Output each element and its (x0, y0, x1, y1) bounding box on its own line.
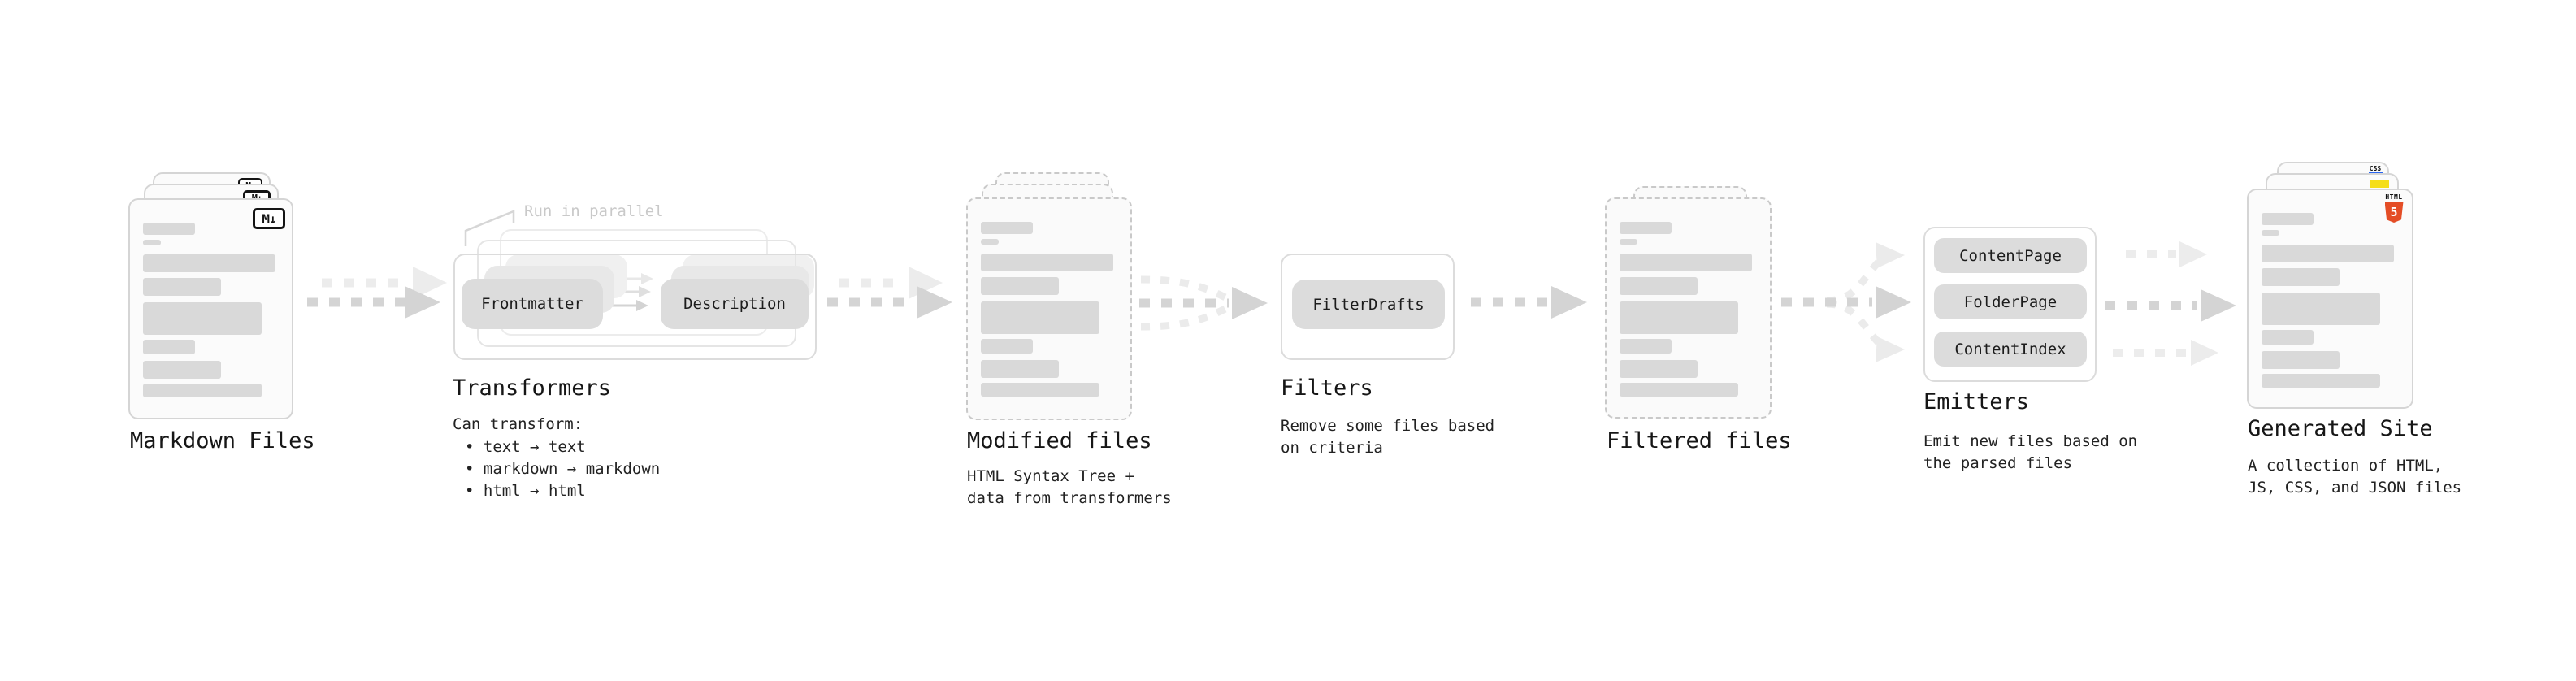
arrow-emitters-to-generated (2105, 241, 2236, 366)
arrow-filtered-to-emitters-fanout (1781, 242, 1911, 362)
doc-text-bar (981, 277, 1059, 295)
arrow-filters-to-filtered (1471, 286, 1587, 319)
bullet-item: • html → html (465, 482, 586, 500)
arrow-modified-to-filters-merge (1139, 275, 1268, 331)
doc-text-bar (2262, 374, 2380, 388)
transformer-pill-description: Description (661, 279, 809, 329)
doc-text-bar (143, 223, 195, 235)
doc-text-bar (143, 361, 221, 379)
markdown-file-page-front: M↓ (128, 198, 293, 419)
html5-icon-shield: 5 (2384, 202, 2404, 223)
arrow-markdown-to-transformers (307, 267, 447, 319)
doc-text-bar (981, 339, 1033, 354)
transformers-description: Can transform: (453, 415, 583, 433)
transformers-bullet-list: • text → text • markdown → markdown • ht… (465, 436, 660, 502)
doc-text-bar (2262, 268, 2340, 286)
doc-text-bar (1620, 360, 1698, 378)
filter-pill-filterdrafts: FilterDrafts (1292, 280, 1445, 329)
doc-text-bar (143, 340, 195, 354)
doc-text-bar (143, 278, 221, 296)
emitter-pill-folderpage: FolderPage (1934, 284, 2087, 319)
stage-title-filters: Filters (1281, 375, 1373, 401)
markdown-icon: M↓ (253, 208, 285, 229)
description-line: the parsed files (1923, 454, 2073, 472)
stage-title-filtered-files: Filtered files (1607, 428, 1792, 453)
doc-text-bar (981, 239, 999, 245)
transformer-pill-frontmatter: Frontmatter (462, 279, 603, 329)
generated-site-description: A collection of HTML, JS, CSS, and JSON … (2248, 455, 2461, 499)
bullet-item: • text → text (465, 438, 586, 456)
stage-title-transformers: Transformers (453, 375, 612, 401)
description-line: Emit new files based on (1923, 432, 2138, 450)
filtered-file-page-front (1605, 197, 1772, 419)
bullet-item: • markdown → markdown (465, 460, 661, 478)
doc-text-bar (2262, 230, 2279, 236)
emitters-description: Emit new files based on the parsed files (1923, 431, 2137, 475)
stage-title-emitters: Emitters (1923, 389, 2030, 414)
modified-file-page-front (966, 197, 1132, 420)
note-leader-line (464, 210, 515, 246)
html5-icon-number: 5 (2390, 204, 2398, 219)
doc-text-bar (2262, 330, 2314, 345)
filters-description: Remove some files based on criteria (1281, 415, 1494, 459)
emitter-pill-contentindex: ContentIndex (1934, 332, 2087, 367)
doc-text-bar (2262, 213, 2314, 225)
description-line: HTML Syntax Tree + (967, 467, 1134, 485)
js-icon (2370, 180, 2389, 188)
stage-title-markdown-files: Markdown Files (130, 428, 315, 453)
doc-text-bar (2262, 293, 2380, 325)
doc-text-bar (981, 383, 1099, 397)
description-line: JS, CSS, and JSON files (2248, 479, 2462, 497)
doc-text-bar (981, 360, 1059, 378)
description-line: data from transformers (967, 489, 1172, 507)
css-icon-label: CSS (2369, 165, 2382, 172)
stage-title-generated-site: Generated Site (2248, 416, 2433, 441)
doc-text-bar (143, 254, 275, 272)
doc-text-bar (2262, 351, 2340, 369)
arrow-transformers-to-modified (827, 267, 952, 319)
emitter-pill-contentpage: ContentPage (1934, 238, 2087, 273)
doc-text-bar (1620, 254, 1752, 271)
doc-text-bar (1620, 239, 1637, 245)
html5-icon-label: HTML (2385, 193, 2403, 201)
doc-text-bar (2262, 245, 2394, 262)
doc-text-bar (1620, 301, 1738, 334)
doc-text-bar (1620, 383, 1738, 397)
description-line: Remove some files based (1281, 417, 1495, 435)
doc-text-bar (1620, 339, 1672, 354)
doc-text-bar (981, 222, 1033, 234)
stage-title-modified-files: Modified files (967, 428, 1152, 453)
doc-text-bar (143, 302, 262, 335)
description-line: on criteria (1281, 439, 1383, 457)
doc-text-bar (143, 240, 161, 245)
description-line: A collection of HTML, (2248, 457, 2444, 475)
doc-text-bar (1620, 222, 1672, 234)
run-in-parallel-note: Run in parallel (524, 202, 664, 220)
generated-page-html: HTML 5 (2247, 189, 2413, 409)
modified-files-description: HTML Syntax Tree + data from transformer… (967, 466, 1172, 510)
doc-text-bar (981, 301, 1099, 334)
doc-text-bar (981, 254, 1113, 271)
doc-text-bar (143, 384, 262, 397)
doc-text-bar (1620, 277, 1698, 295)
transformer-frame-front (453, 254, 817, 360)
html5-icon: HTML 5 (2384, 194, 2404, 223)
